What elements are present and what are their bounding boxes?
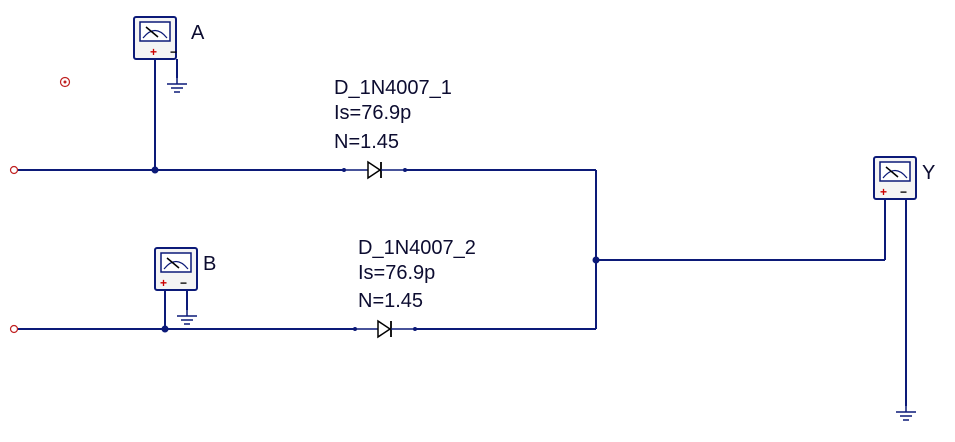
input-terminal-a[interactable] [9,165,19,175]
diode-1-pin [403,168,407,172]
diode-2[interactable] [377,319,392,339]
input-terminal-b[interactable] [9,324,19,334]
meter-y-minus: − [900,185,907,199]
diode-2-name: D_1N4007_2 [358,237,476,259]
meter-b-minus: − [180,276,187,290]
diode-1-pin [342,168,346,172]
ground-icon [895,403,917,421]
voltmeter-y[interactable]: + − Y [873,156,935,200]
junction-node [151,166,159,174]
ground-icon [176,307,198,325]
junction-node [592,256,600,264]
marker-icon [59,76,71,88]
meter-b-label: B [203,253,216,275]
diode-2-n: N=1.45 [358,290,423,312]
voltmeter-a[interactable]: + − A [133,16,205,60]
diode-2-pin [413,327,417,331]
diode-1-n: N=1.45 [334,131,399,153]
meter-b-plus: + [160,276,167,290]
meter-a-plus: + [150,45,157,59]
diode-1-is: Is=76.9p [334,102,411,124]
meter-a-label: A [191,22,205,44]
ground-icon [166,75,188,93]
diode-2-pin [353,327,357,331]
voltmeter-b[interactable]: + − B [154,247,216,291]
meter-a-minus: − [170,45,177,59]
meter-y-label: Y [922,162,935,184]
diode-1[interactable] [367,160,382,180]
diode-1-name: D_1N4007_1 [334,77,452,99]
meter-y-plus: + [880,185,887,199]
junction-node [161,325,169,333]
diode-2-is: Is=76.9p [358,262,435,284]
